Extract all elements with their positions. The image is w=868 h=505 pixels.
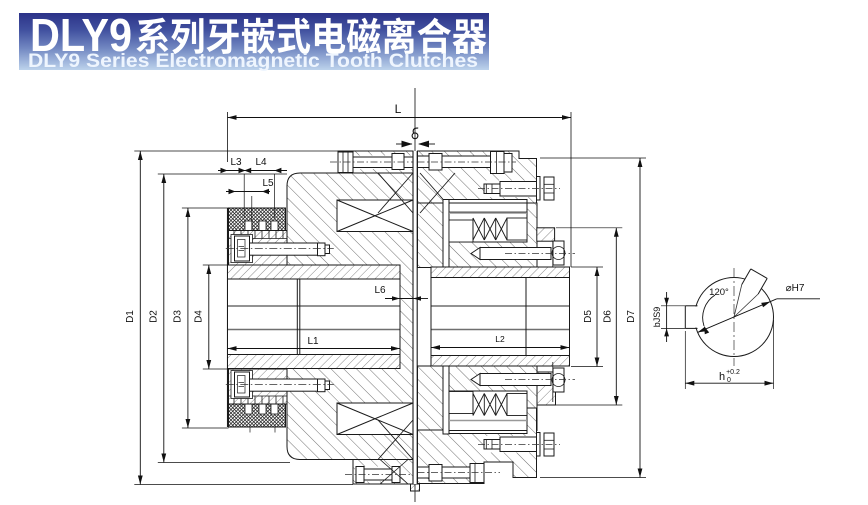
svg-text:h: h — [719, 371, 725, 383]
svg-text:D2: D2 — [148, 310, 159, 323]
svg-text:0: 0 — [727, 377, 731, 384]
svg-text:L5: L5 — [262, 178, 274, 189]
svg-text:+0.2: +0.2 — [726, 369, 740, 376]
svg-text:D6: D6 — [602, 310, 613, 323]
svg-text:120°: 120° — [709, 287, 729, 298]
svg-text:L6: L6 — [374, 285, 386, 296]
svg-text:L: L — [395, 102, 402, 116]
svg-text:bJS9: bJS9 — [652, 307, 662, 328]
svg-text:D3: D3 — [172, 310, 183, 323]
svg-text:D4: D4 — [193, 310, 204, 323]
svg-text:⌀H7: ⌀H7 — [786, 283, 805, 294]
svg-text:D7: D7 — [626, 310, 637, 323]
svg-text:D1: D1 — [125, 310, 136, 323]
svg-text:L4: L4 — [255, 157, 267, 168]
svg-text:L3: L3 — [230, 157, 242, 168]
svg-text:D5: D5 — [583, 310, 594, 323]
svg-text:DLY9 Series Electromagnetic To: DLY9 Series Electromagnetic Tooth Clutch… — [28, 50, 478, 72]
svg-text:DLY9: DLY9 — [30, 9, 132, 61]
svg-text:L1: L1 — [307, 336, 319, 347]
svg-text:L2: L2 — [495, 334, 505, 344]
